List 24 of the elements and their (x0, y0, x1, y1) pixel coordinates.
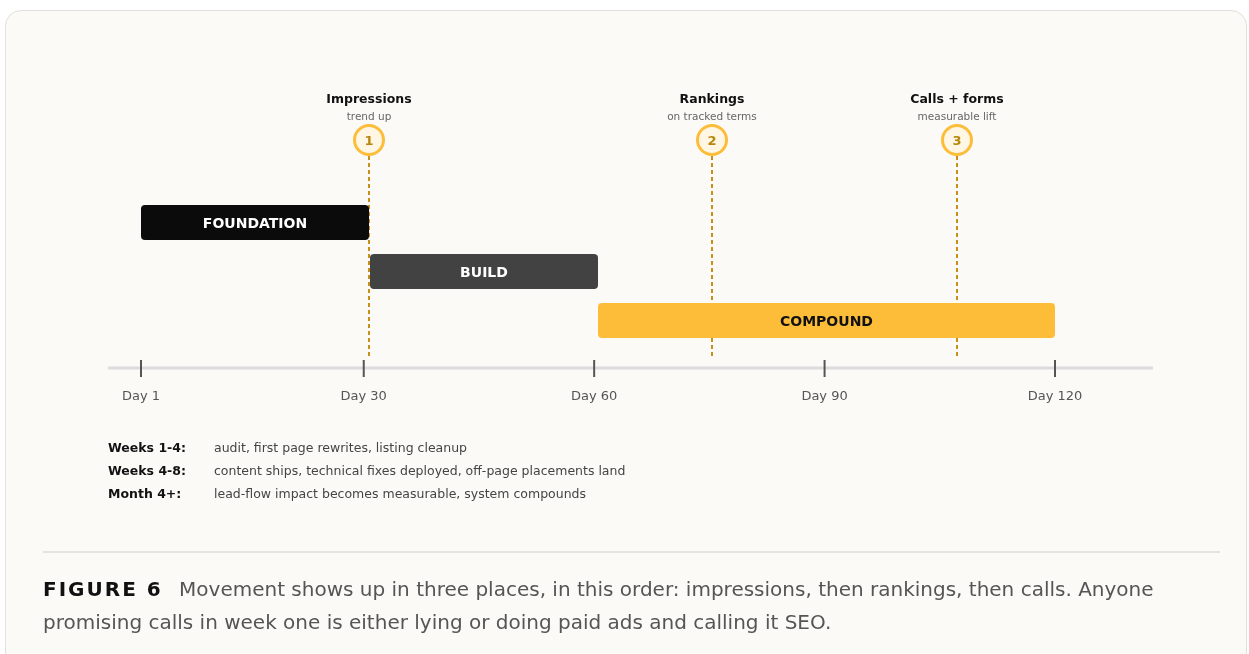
figure-caption: FIGURE 6 Movement shows up in three places, in this order: impressions, then rankings, then calls. Anyone promising calls in week one is either lying or doing paid ads and calling it SEO. (43, 576, 1155, 636)
phase-bar: COMPOUND (598, 303, 1055, 338)
milestone-dashed-line (368, 155, 370, 359)
period-description: audit, first page rewrites, listing cleanup (214, 440, 467, 455)
axis-tick-label: Day 60 (569, 388, 619, 403)
axis-tick-label: Day 90 (800, 388, 849, 403)
milestone-subtitle: on tracked terms (666, 110, 758, 122)
axis-tick-label: Day 30 (339, 388, 388, 403)
milestone-subtitle: measurable lift (916, 110, 998, 122)
milestone-dashed-line (711, 155, 713, 359)
axis-tick-label: Day 120 (1026, 388, 1084, 403)
milestone-heading: Calls + forms (909, 91, 1005, 106)
milestone-heading: Impressions (325, 91, 413, 106)
period-label: Weeks 4-8: (108, 463, 186, 478)
phase-bar: BUILD (370, 254, 598, 289)
period-label: Month 4+: (108, 486, 182, 501)
phase-bar: FOUNDATION (141, 205, 369, 240)
milestone-heading: Rankings (678, 91, 746, 106)
milestone-subtitle: trend up (345, 110, 393, 122)
period-description: content ships, technical fixes deployed, off-page placements land (214, 463, 626, 478)
axis-tick-label: Day 1 (120, 388, 162, 403)
period-description: lead-flow impact becomes measurable, system compounds (214, 486, 586, 501)
period-label: Weeks 1-4: (108, 440, 186, 455)
milestone-dashed-line (956, 155, 958, 359)
